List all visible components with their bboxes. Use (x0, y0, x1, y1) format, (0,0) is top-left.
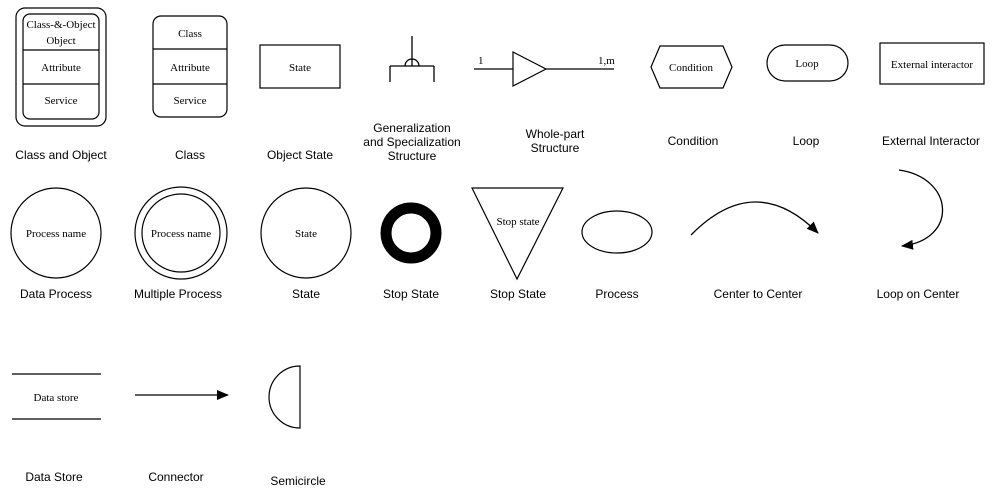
object-state-label: Object State (267, 148, 333, 162)
data-process-text: Process name (26, 228, 86, 240)
semicircle-symbol: Semicircle (268, 365, 326, 488)
data-process-symbol: Process name Data Process (10, 187, 102, 301)
center-to-center-label: Center to Center (714, 287, 803, 301)
process-symbol: Process (581, 210, 653, 301)
state-symbol: State State (260, 187, 352, 301)
stop-state-triangle-symbol: Stop state Stop State (471, 187, 564, 301)
generalization-semicircle (404, 58, 420, 67)
whole-part-label-line1: Whole-part (526, 127, 585, 141)
multiple-process-inner-circle (141, 193, 221, 273)
loop-symbol: Loop Loop (766, 44, 849, 148)
loop-label: Loop (793, 134, 820, 148)
stop-state-triangle (471, 187, 564, 281)
whole-part-right-multiplicity: 1,m (598, 55, 615, 67)
external-interactor-label: External Interactor (882, 134, 980, 148)
condition-hexagon (650, 45, 733, 89)
class-and-object-inner-frame (22, 13, 100, 120)
class-and-object-attribute: Attribute (41, 62, 81, 74)
object-state-text: State (289, 62, 311, 74)
whole-part-label-line2: Structure (531, 141, 580, 155)
generalization-label-line2: and Specialization (363, 135, 460, 149)
loop-text: Loop (795, 58, 819, 70)
state-circle (260, 187, 352, 279)
stop-state-ring-symbol: Stop State (380, 202, 442, 301)
stop-state-triangle-text: Stop state (496, 216, 539, 228)
center-to-center-arrow (690, 201, 819, 236)
object-state-symbol: State Object State (259, 44, 341, 162)
stop-state-ring (380, 202, 442, 264)
whole-part-left-multiplicity: 1 (478, 55, 484, 67)
generalization-specialization-symbol: Generalization and Specialization Struct… (363, 36, 461, 163)
class-service: Service (174, 95, 207, 107)
class-and-object-outer-frame (15, 7, 107, 127)
external-interactor-symbol: External interactor External Interactor (879, 42, 985, 148)
data-process-label: Data Process (20, 287, 92, 301)
class-attribute: Attribute (170, 62, 210, 74)
whole-part-symbol: 1 1,m Whole-part Structure (474, 51, 615, 155)
semicircle-shape (268, 365, 301, 429)
object-state-box (259, 44, 341, 89)
multiple-process-symbol: Process name Multiple Process (134, 186, 228, 301)
stop-state-ring-label: Stop State (383, 287, 439, 301)
stop-state-triangle-label: Stop State (490, 287, 546, 301)
generalization-label-line1: Generalization (373, 121, 450, 135)
class-label: Class (175, 148, 205, 162)
class-and-object-title: Class-&-Object (26, 19, 95, 31)
external-interactor-text: External interactor (891, 59, 973, 71)
multiple-process-outer-circle (134, 186, 228, 280)
condition-symbol: Condition Condition (650, 45, 733, 148)
loop-on-center-symbol: Loop on Center (877, 169, 960, 301)
process-ellipse (581, 210, 653, 254)
connector-symbol: Connector (135, 390, 229, 484)
connector-label: Connector (148, 470, 203, 484)
multiple-process-label: Multiple Process (134, 287, 222, 301)
data-store-text: Data store (34, 392, 79, 404)
semicircle-label: Semicircle (270, 474, 326, 488)
loop-on-center-arrow (898, 169, 944, 250)
loop-pill (766, 44, 849, 82)
class-and-object-symbol: Class-&-Object Object Attribute Service … (15, 7, 107, 162)
data-process-circle (10, 187, 102, 279)
class-symbol: Class Attribute Service Class (152, 15, 228, 162)
data-store-label: Data Store (25, 470, 83, 484)
class-and-object-title-object: Object (46, 35, 75, 47)
class-and-object-service: Service (45, 95, 78, 107)
center-to-center-symbol: Center to Center (690, 201, 819, 301)
state-text: State (295, 228, 317, 240)
class-and-object-label: Class and Object (15, 148, 107, 162)
whole-part-triangle (512, 51, 548, 87)
class-title: Class (178, 28, 202, 40)
data-store-symbol: Data store Data Store (12, 373, 101, 484)
condition-text: Condition (669, 62, 714, 74)
loop-on-center-label: Loop on Center (877, 287, 960, 301)
condition-label: Condition (668, 134, 719, 148)
process-label: Process (595, 287, 638, 301)
generalization-label-line3: Structure (388, 149, 437, 163)
multiple-process-text: Process name (151, 228, 211, 240)
class-frame (152, 15, 228, 118)
state-label: State (292, 287, 320, 301)
external-interactor-box (879, 42, 985, 85)
